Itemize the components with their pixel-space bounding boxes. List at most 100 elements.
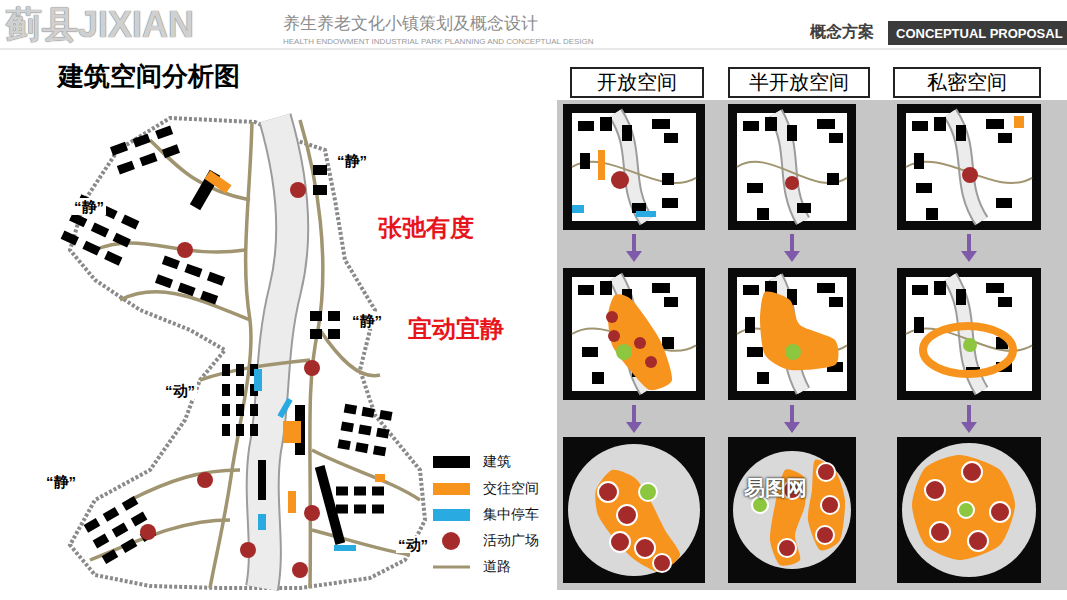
building-cluster [84,496,157,564]
social-space [808,460,845,551]
building [103,507,120,522]
activity-plaza [606,311,618,323]
building [827,173,839,185]
activity-plaza [817,463,835,481]
legend-item: 建筑 [433,452,511,472]
social-space [595,470,680,572]
activity-plaza [653,554,671,572]
activity-plaza [617,505,637,525]
legend-line [433,566,470,569]
zone-label: “静” [350,312,384,329]
site-plan [61,118,425,588]
social-space [283,421,301,443]
flow-arrow [967,234,971,253]
building [155,274,173,288]
activity-plaza [610,532,630,552]
activity-plaza [177,242,193,258]
thumbnail-frame [728,268,856,400]
building [313,165,327,175]
building [747,347,763,357]
building [747,183,763,193]
building [376,428,389,439]
building [110,142,128,156]
watermark: 易图网 [744,476,807,500]
flow-arrow [790,234,794,253]
arrow-head [961,422,977,433]
activity-plaza [292,562,308,578]
activity-plaza [785,176,799,190]
building [337,439,350,450]
arrow-head [961,251,977,262]
parking [636,211,656,217]
building-cluster [155,255,225,304]
building [797,203,811,213]
focus-point [958,502,974,518]
building-cluster [61,194,140,265]
column-header: 半开放空间 [728,67,870,98]
building [184,264,202,278]
building [93,534,110,549]
activity-plaza [821,496,839,514]
thumbnail-frame [563,268,705,400]
building [787,125,797,141]
social-space [204,170,231,193]
thumbnail-map [572,277,696,391]
legend-text: 交往空间 [483,480,539,498]
building [662,198,678,208]
building [829,297,843,307]
social-space [608,294,672,390]
building [328,311,340,321]
building-cluster [337,404,392,457]
activity-plaza [645,356,657,368]
building [372,487,384,496]
building [926,208,938,220]
focus-point [752,497,768,513]
diagram-disc [733,451,851,569]
building [652,119,670,129]
social-space [288,491,296,513]
activity-plaza [925,480,945,500]
river-bank [262,118,292,588]
project-subtitle: HEALTH ENDOWMENT INDUSTRIAL PARK PLANNIN… [283,37,594,46]
building [222,364,230,376]
building [117,161,135,175]
building [934,117,946,131]
thumbnail-map [572,113,696,221]
flow-arrow [967,405,971,424]
flow-arrow [632,405,636,424]
building [315,465,345,545]
building [916,183,932,193]
building [354,487,366,496]
building [112,523,129,538]
project-title: 养生养老文化小镇策划及概念设计 [283,14,538,34]
building [82,241,100,256]
thumbnail-map [906,277,1032,391]
river [262,118,292,588]
building [743,121,759,131]
building [355,442,368,453]
section-tag: CONCEPTUAL PROPOSAL [888,21,1067,45]
activity-plaza [304,505,320,521]
thumbnail-frame [728,104,856,230]
parking [572,205,584,213]
building [236,424,244,436]
building [912,285,928,295]
building [354,505,366,514]
roads [90,120,420,588]
legend-item: 活动广场 [433,531,539,551]
building [956,125,966,141]
social-ring [923,326,1013,374]
thumbnail-frame [563,104,705,230]
flow-arrow [632,234,636,253]
building [817,119,835,129]
diagram-disc [902,443,1036,577]
activity-plaza [611,171,629,189]
diagram-disc [568,444,700,576]
activity-plaza [816,526,834,544]
building [102,549,119,564]
social-space [598,150,605,180]
focus-point [639,483,657,501]
building-cluster [313,165,327,195]
header-rule [0,49,1067,50]
